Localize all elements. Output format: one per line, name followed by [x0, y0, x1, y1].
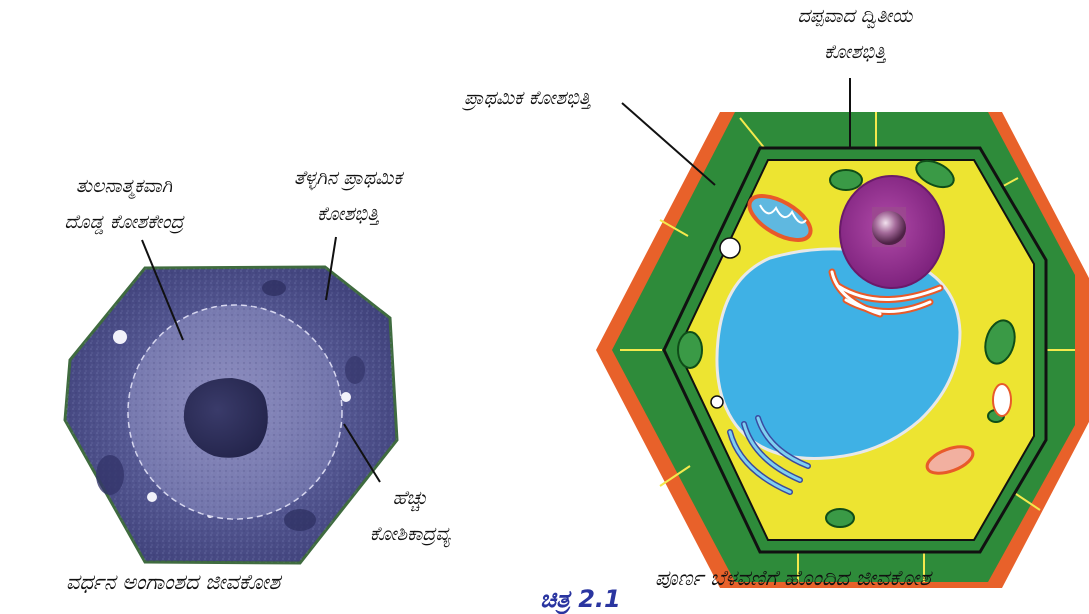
- label-thick-secondary-wall-line1: ದಪ್ಪವಾದ ದ್ವಿತೀಯ: [740, 6, 970, 28]
- label-thin-primary-wall-line1: ತೆಳ್ಳಗಿನ ಪ್ರಾಥಮಿಕ: [248, 168, 448, 190]
- nucleolus-right: [872, 211, 906, 245]
- label-more-cytoplasm-line1: ಹೆಚ್ಚು: [330, 488, 490, 510]
- label-thin-primary-wall-line2: ಕೋಶಭಿತ್ತಿ: [248, 204, 448, 226]
- caption-mature-cell: ಪೂರ್ಣ ಬೆಳವಣಿಗೆ ಹೊಂದಿದ ಜೀವಕೋಶ: [655, 566, 931, 590]
- nucleus: [840, 176, 944, 288]
- label-thick-secondary-wall-line2: ಕೋಶಭಿತ್ತಿ: [740, 42, 970, 64]
- label-large-nucleus: ತುಲನಾತ್ಮಕವಾಗಿ ದೊಡ್ಡ ಕೋಶಕೇಂದ್ರ: [24, 176, 224, 234]
- mature-cell-diagram: [596, 112, 1089, 588]
- label-thick-secondary-wall: ದಪ್ಪವಾದ ದ್ವಿತೀಯ ಕೋಶಭಿತ್ತಿ: [740, 6, 970, 64]
- label-large-nucleus-line1: ತುಲನಾತ್ಮಕವಾಗಿ: [24, 176, 224, 198]
- label-primary-wall: ಪ್ರಾಥಮಿಕ ಕೋಶಭಿತ್ತಿ: [464, 88, 591, 110]
- caption-meristem-cell: ವರ್ಧನ ಅಂಗಾಂಶದ ಜೀವಕೋಶ: [66, 570, 280, 594]
- label-more-cytoplasm-line2: ಕೋಶಿಕಾದ್ರವ್ಯ: [330, 524, 490, 546]
- label-large-nucleus-line2: ದೊಡ್ಡ ಕೋಶಕೇಂದ್ರ: [24, 212, 224, 234]
- large-nucleus: [128, 305, 342, 519]
- pointer-primary-wall: [622, 103, 715, 185]
- label-thin-primary-wall: ತೆಳ್ಳಗಿನ ಪ್ರಾಥಮಿಕ ಕೋಶಭಿತ್ತಿ: [248, 168, 448, 226]
- figure-number: ಚಿತ್ರ 2.1: [540, 586, 621, 614]
- label-more-cytoplasm: ಹೆಚ್ಚು ಕೋಶಿಕಾದ್ರವ್ಯ: [330, 488, 490, 546]
